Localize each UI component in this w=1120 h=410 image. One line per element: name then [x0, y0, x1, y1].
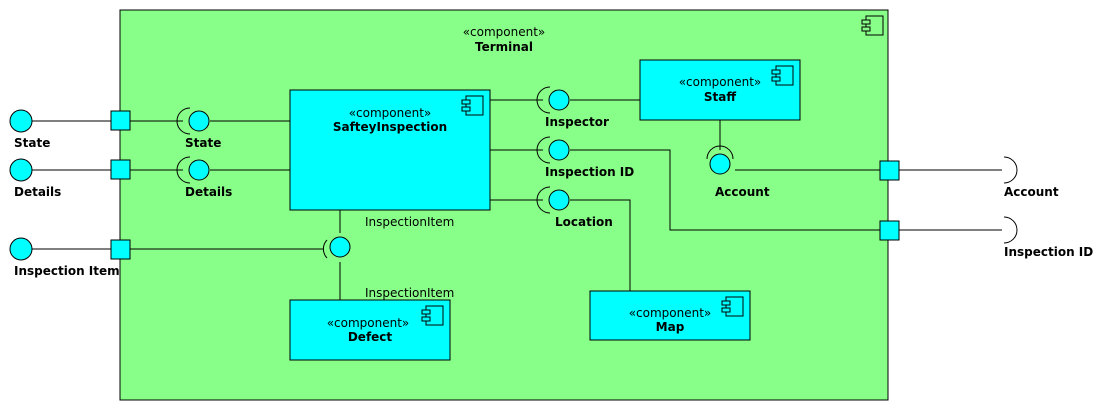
inspection-item-top-label: InspectionItem — [365, 215, 454, 229]
internal-inspector-interface[interactable]: Inspector — [536, 86, 609, 129]
internal-details-label: Details — [185, 185, 232, 199]
state-interface-ball — [9, 109, 33, 133]
external-account-interface[interactable]: Account — [1003, 156, 1059, 199]
internal-state-label: State — [185, 136, 221, 150]
account-port[interactable] — [879, 160, 900, 181]
external-state-label: State — [14, 136, 50, 150]
inspection-id-socket — [1003, 216, 1018, 244]
inspection-item-socket — [322, 239, 328, 259]
external-details-label: Details — [14, 185, 61, 199]
defect-stereotype: «component» — [327, 316, 410, 330]
map-name: Map — [656, 320, 685, 334]
external-inspection-id-interface[interactable]: Inspection ID — [1003, 216, 1093, 259]
map-component[interactable]: «component» Map — [589, 290, 751, 341]
component-icon — [721, 296, 744, 317]
safety-inspection-stereotype: «component» — [349, 106, 432, 120]
location-ball — [548, 189, 570, 211]
component-icon — [421, 305, 444, 326]
details-socket — [176, 156, 191, 184]
safety-inspection-box — [289, 89, 491, 211]
map-box — [589, 290, 751, 341]
internal-inspection-id-label: Inspection ID — [545, 165, 634, 179]
location-socket — [536, 186, 551, 214]
external-inspection-item-interface[interactable]: Inspection Item — [9, 237, 120, 278]
inspection-id-port[interactable] — [879, 220, 900, 241]
state-port[interactable] — [110, 110, 131, 131]
component-icon — [771, 65, 794, 86]
defect-component[interactable]: «component» Defect — [289, 299, 451, 361]
defect-name: Defect — [348, 330, 393, 344]
internal-details-interface[interactable]: Details — [176, 156, 232, 199]
details-port[interactable] — [110, 159, 131, 180]
external-inspection-item-label: Inspection Item — [14, 264, 120, 278]
inspection-id-ball — [548, 139, 570, 161]
staff-component[interactable]: «component» Staff — [639, 59, 801, 121]
terminal-stereotype: «component» — [463, 25, 546, 39]
account-socket — [1003, 156, 1018, 184]
inspector-socket — [536, 86, 551, 114]
component-icon — [861, 15, 884, 36]
component-icon — [461, 95, 484, 116]
internal-state-interface[interactable]: State — [176, 107, 221, 150]
internal-inspection-item-interface[interactable]: InspectionItem InspectionItem — [322, 215, 454, 300]
external-account-label: Account — [1004, 185, 1059, 199]
inspection-id-inner-socket — [536, 136, 551, 164]
safety-inspection-component[interactable]: «component» SafteyInspection — [289, 89, 491, 211]
details-interface-ball — [9, 158, 33, 182]
safety-inspection-name: SafteyInspection — [333, 120, 447, 134]
inspection-item-port[interactable] — [110, 239, 131, 260]
internal-account-interface[interactable]: Account — [706, 145, 770, 199]
connectors — [32, 99, 1002, 300]
terminal-name: Terminal — [475, 40, 533, 54]
inspection-item-ball — [329, 236, 351, 258]
external-state-interface[interactable]: State — [9, 109, 50, 150]
internal-location-interface[interactable]: Location — [536, 186, 613, 229]
account-ball — [709, 153, 731, 175]
external-inspection-id-label: Inspection ID — [1004, 245, 1093, 259]
inspection-item-interface-ball — [9, 237, 33, 261]
external-details-interface[interactable]: Details — [9, 158, 61, 199]
state-socket — [176, 107, 191, 135]
staff-stereotype: «component» — [679, 75, 762, 89]
account-inner-socket — [706, 145, 734, 160]
staff-name: Staff — [704, 90, 736, 104]
internal-inspection-id-interface[interactable]: Inspection ID — [536, 136, 634, 179]
internal-location-label: Location — [555, 215, 613, 229]
internal-account-label: Account — [715, 185, 770, 199]
internal-inspector-label: Inspector — [545, 115, 609, 129]
details-ball — [188, 159, 210, 181]
map-stereotype: «component» — [629, 306, 712, 320]
inspector-ball — [548, 89, 570, 111]
state-ball — [188, 110, 210, 132]
inspection-item-bottom-label: InspectionItem — [365, 286, 454, 300]
